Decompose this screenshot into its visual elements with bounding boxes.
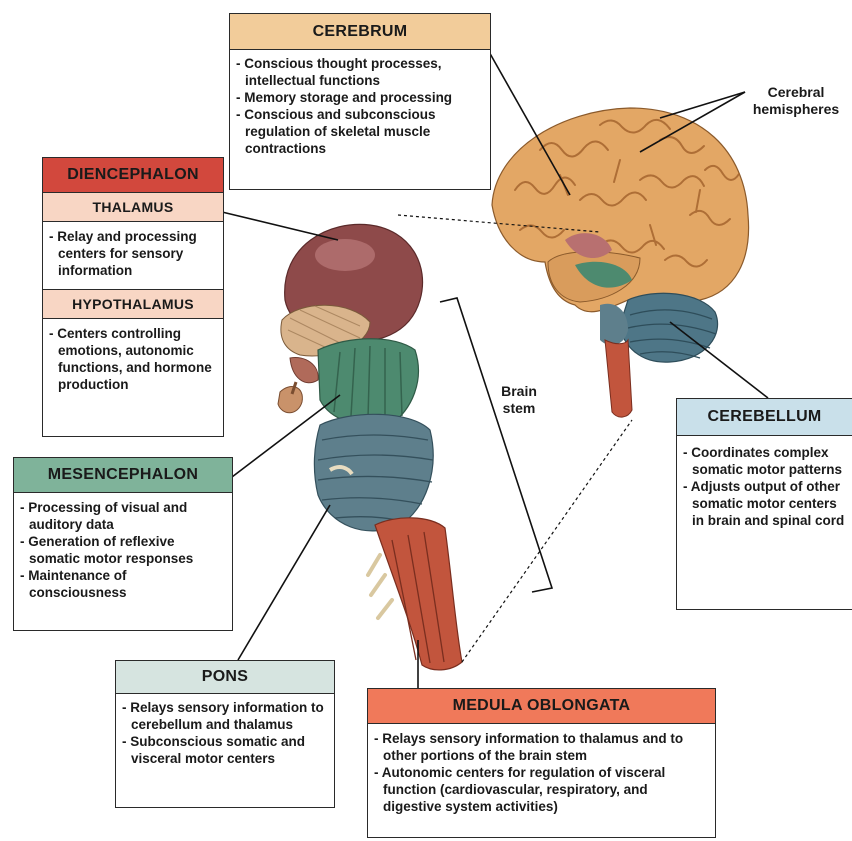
cerebrum-title: CEREBRUM [230, 14, 490, 50]
diencephalon-box: DIENCEPHALON THALAMUS Relay and processi… [42, 157, 224, 437]
pons-shape [314, 414, 433, 531]
mesencephalon-title: MESENCEPHALON [14, 458, 232, 493]
medula-list: Relays sensory information to thalamus a… [368, 724, 715, 819]
thalamus-list: Relay and processing centers for sensory… [43, 222, 223, 290]
pons-item-2: Subconscious somatic and visceral motor … [122, 733, 328, 767]
cerebrum-item-3: Conscious and subconscious regulation of… [236, 106, 484, 157]
pituitary-shape [278, 387, 302, 413]
pons-list: Relays sensory information to cerebellum… [116, 694, 334, 771]
cerebellum-item-1: Coordinates complex somatic motor patter… [683, 444, 846, 478]
cerebrum-item-1: Conscious thought processes, intellectua… [236, 55, 484, 89]
mesencephalon-item-1: Processing of visual and auditory data [20, 499, 226, 533]
cerebellum-list: Coordinates complex somatic motor patter… [677, 436, 852, 533]
brain-stem-label: Brain stem [495, 383, 543, 417]
medula-box: MEDULA OBLONGATA Relays sensory informat… [367, 688, 716, 838]
cerebral-hemispheres-line1: Cerebral [750, 84, 842, 101]
whole-brain-illustration [492, 108, 749, 417]
medula-title: MEDULA OBLONGATA [368, 689, 715, 724]
cerebral-hemispheres-label: Cerebral hemispheres [750, 84, 842, 118]
cerebrum-box: CEREBRUM Conscious thought processes, in… [229, 13, 491, 190]
cerebrum-item-2: Memory storage and processing [236, 89, 484, 106]
mesencephalon-list: Processing of visual and auditory data G… [14, 493, 232, 605]
cerebellum-box: CEREBELLUM Coordinates complex somatic m… [676, 398, 852, 610]
pons-shape-small [600, 304, 628, 345]
mesencephalon-box: MESENCEPHALON Processing of visual and a… [13, 457, 233, 631]
mesencephalon-item-3: Maintenance of consciousness [20, 567, 226, 601]
hemispheres-leader-1 [660, 92, 745, 118]
pons-title: PONS [116, 661, 334, 694]
thalamus-title: THALAMUS [43, 193, 223, 222]
cerebrum-list: Conscious thought processes, intellectua… [230, 50, 490, 161]
pons-leader [238, 505, 330, 660]
hypothalamus-shape [290, 357, 318, 382]
diencephalon-title: DIENCEPHALON [43, 158, 223, 193]
hypothalamus-list: Centers controlling emotions, autonomic … [43, 319, 223, 397]
hypothalamus-title: HYPOTHALAMUS [43, 290, 223, 319]
pons-box: PONS Relays sensory information to cereb… [115, 660, 335, 808]
brain-stem-illustration [278, 224, 462, 670]
thalamus-item-1: Relay and processing centers for sensory… [49, 228, 217, 279]
medula-item-2: Autonomic centers for regulation of visc… [374, 764, 709, 815]
thalamus-leader [222, 212, 338, 240]
cerebellum-item-2: Adjusts output of other somatic motor ce… [683, 478, 846, 529]
brain-stem-bracket [440, 298, 552, 592]
hypothalamus-item-1: Centers controlling emotions, autonomic … [49, 325, 217, 393]
medula-item-1: Relays sensory information to thalamus a… [374, 730, 709, 764]
cerebral-hemispheres-line2: hemispheres [750, 101, 842, 118]
brain-stem-line1: Brain [495, 383, 543, 400]
cerebellum-title: CEREBELLUM [677, 399, 852, 436]
mesencephalon-item-2: Generation of reflexive somatic motor re… [20, 533, 226, 567]
pons-item-1: Relays sensory information to cerebellum… [122, 699, 328, 733]
medulla-shape-small [605, 340, 632, 417]
brain-stem-line2: stem [495, 400, 543, 417]
